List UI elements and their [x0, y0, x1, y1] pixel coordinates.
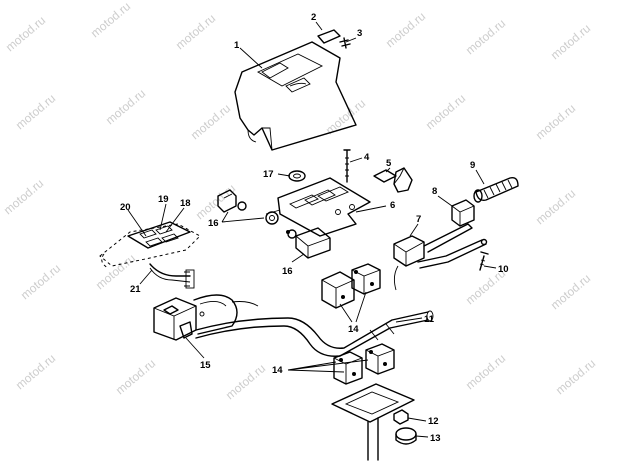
svg-text:motod.ru: motod.ru	[533, 101, 578, 142]
callout-16-upper: 16	[208, 218, 219, 229]
part-lower-clamps	[333, 343, 395, 385]
callout-18: 18	[180, 198, 191, 209]
callout-21: 21	[130, 284, 141, 295]
part-switch-panel	[99, 221, 201, 269]
callout-19: 19	[158, 194, 169, 205]
part-upper-clamps	[321, 263, 381, 309]
part-bolt-4	[343, 149, 351, 183]
callout-8: 8	[432, 186, 437, 197]
part-switch-16a	[217, 189, 247, 213]
part-grip	[473, 176, 519, 203]
svg-text:motod.ru: motod.ru	[13, 351, 58, 392]
callout-16-lower: 16	[282, 266, 293, 277]
callout-9: 9	[470, 160, 475, 171]
svg-text:motod.ru: motod.ru	[13, 91, 58, 132]
part-brake-lever	[393, 223, 488, 291]
svg-text:motod.ru: motod.ru	[193, 181, 238, 222]
callout-1: 1	[234, 40, 240, 51]
svg-text:motod.ru: motod.ru	[533, 186, 578, 227]
part-wiring-21	[149, 263, 195, 289]
callout-12: 12	[428, 416, 439, 427]
callout-14-lower: 14	[272, 365, 283, 376]
svg-text:motod.ru: motod.ru	[423, 91, 468, 132]
part-cap-13	[395, 427, 417, 445]
part-grommet-17	[288, 170, 306, 182]
watermark-layer: motod.ru motod.ru motod.ru motod.ru moto…	[1, 0, 598, 402]
svg-text:motod.ru: motod.ru	[88, 0, 133, 40]
leader-lines	[127, 21, 497, 438]
part-screw-10	[479, 251, 489, 271]
part-lever-5	[373, 167, 413, 193]
callout-11: 11	[424, 314, 435, 325]
svg-text:motod.ru: motod.ru	[383, 9, 428, 50]
part-throttle-housing	[451, 199, 475, 227]
svg-text:motod.ru: motod.ru	[553, 356, 598, 397]
part-switch-16b	[286, 227, 331, 259]
svg-text:motod.ru: motod.ru	[548, 271, 593, 312]
part-steering-plate	[331, 383, 415, 461]
callout-17: 17	[263, 169, 274, 180]
part-left-switch	[153, 294, 259, 341]
svg-text:motod.ru: motod.ru	[173, 11, 218, 52]
part-screw-3	[339, 37, 351, 49]
callout-20: 20	[120, 202, 131, 213]
svg-text:motod.ru: motod.ru	[103, 86, 148, 127]
svg-text:motod.ru: motod.ru	[548, 21, 593, 62]
part-handlebar	[195, 310, 434, 357]
callout-13: 13	[430, 433, 441, 444]
callout-3: 3	[357, 28, 362, 39]
callout-labels: 1 2 3 4 5 6 7 8 9 10 11 12 13 14 14 15 1…	[120, 12, 509, 444]
svg-text:motod.ru: motod.ru	[188, 101, 233, 142]
callout-14-upper: 14	[348, 324, 359, 335]
svg-text:motod.ru: motod.ru	[3, 13, 48, 54]
svg-text:motod.ru: motod.ru	[463, 16, 508, 57]
svg-text:motod.ru: motod.ru	[463, 351, 508, 392]
callout-15: 15	[200, 360, 211, 371]
part-headlight-pod	[234, 41, 357, 151]
callout-5: 5	[386, 158, 392, 169]
callout-10: 10	[498, 264, 509, 275]
svg-text:motod.ru: motod.ru	[223, 361, 268, 402]
callout-2: 2	[311, 12, 316, 23]
part-lens	[317, 29, 341, 44]
part-mount-bracket	[265, 177, 371, 237]
callout-6: 6	[390, 200, 395, 211]
svg-text:motod.ru: motod.ru	[1, 176, 46, 217]
svg-text:motod.ru: motod.ru	[18, 261, 63, 302]
callout-4: 4	[364, 152, 370, 163]
part-nut-12	[393, 409, 409, 425]
svg-text:motod.ru: motod.ru	[113, 356, 158, 397]
callout-7: 7	[416, 214, 421, 225]
